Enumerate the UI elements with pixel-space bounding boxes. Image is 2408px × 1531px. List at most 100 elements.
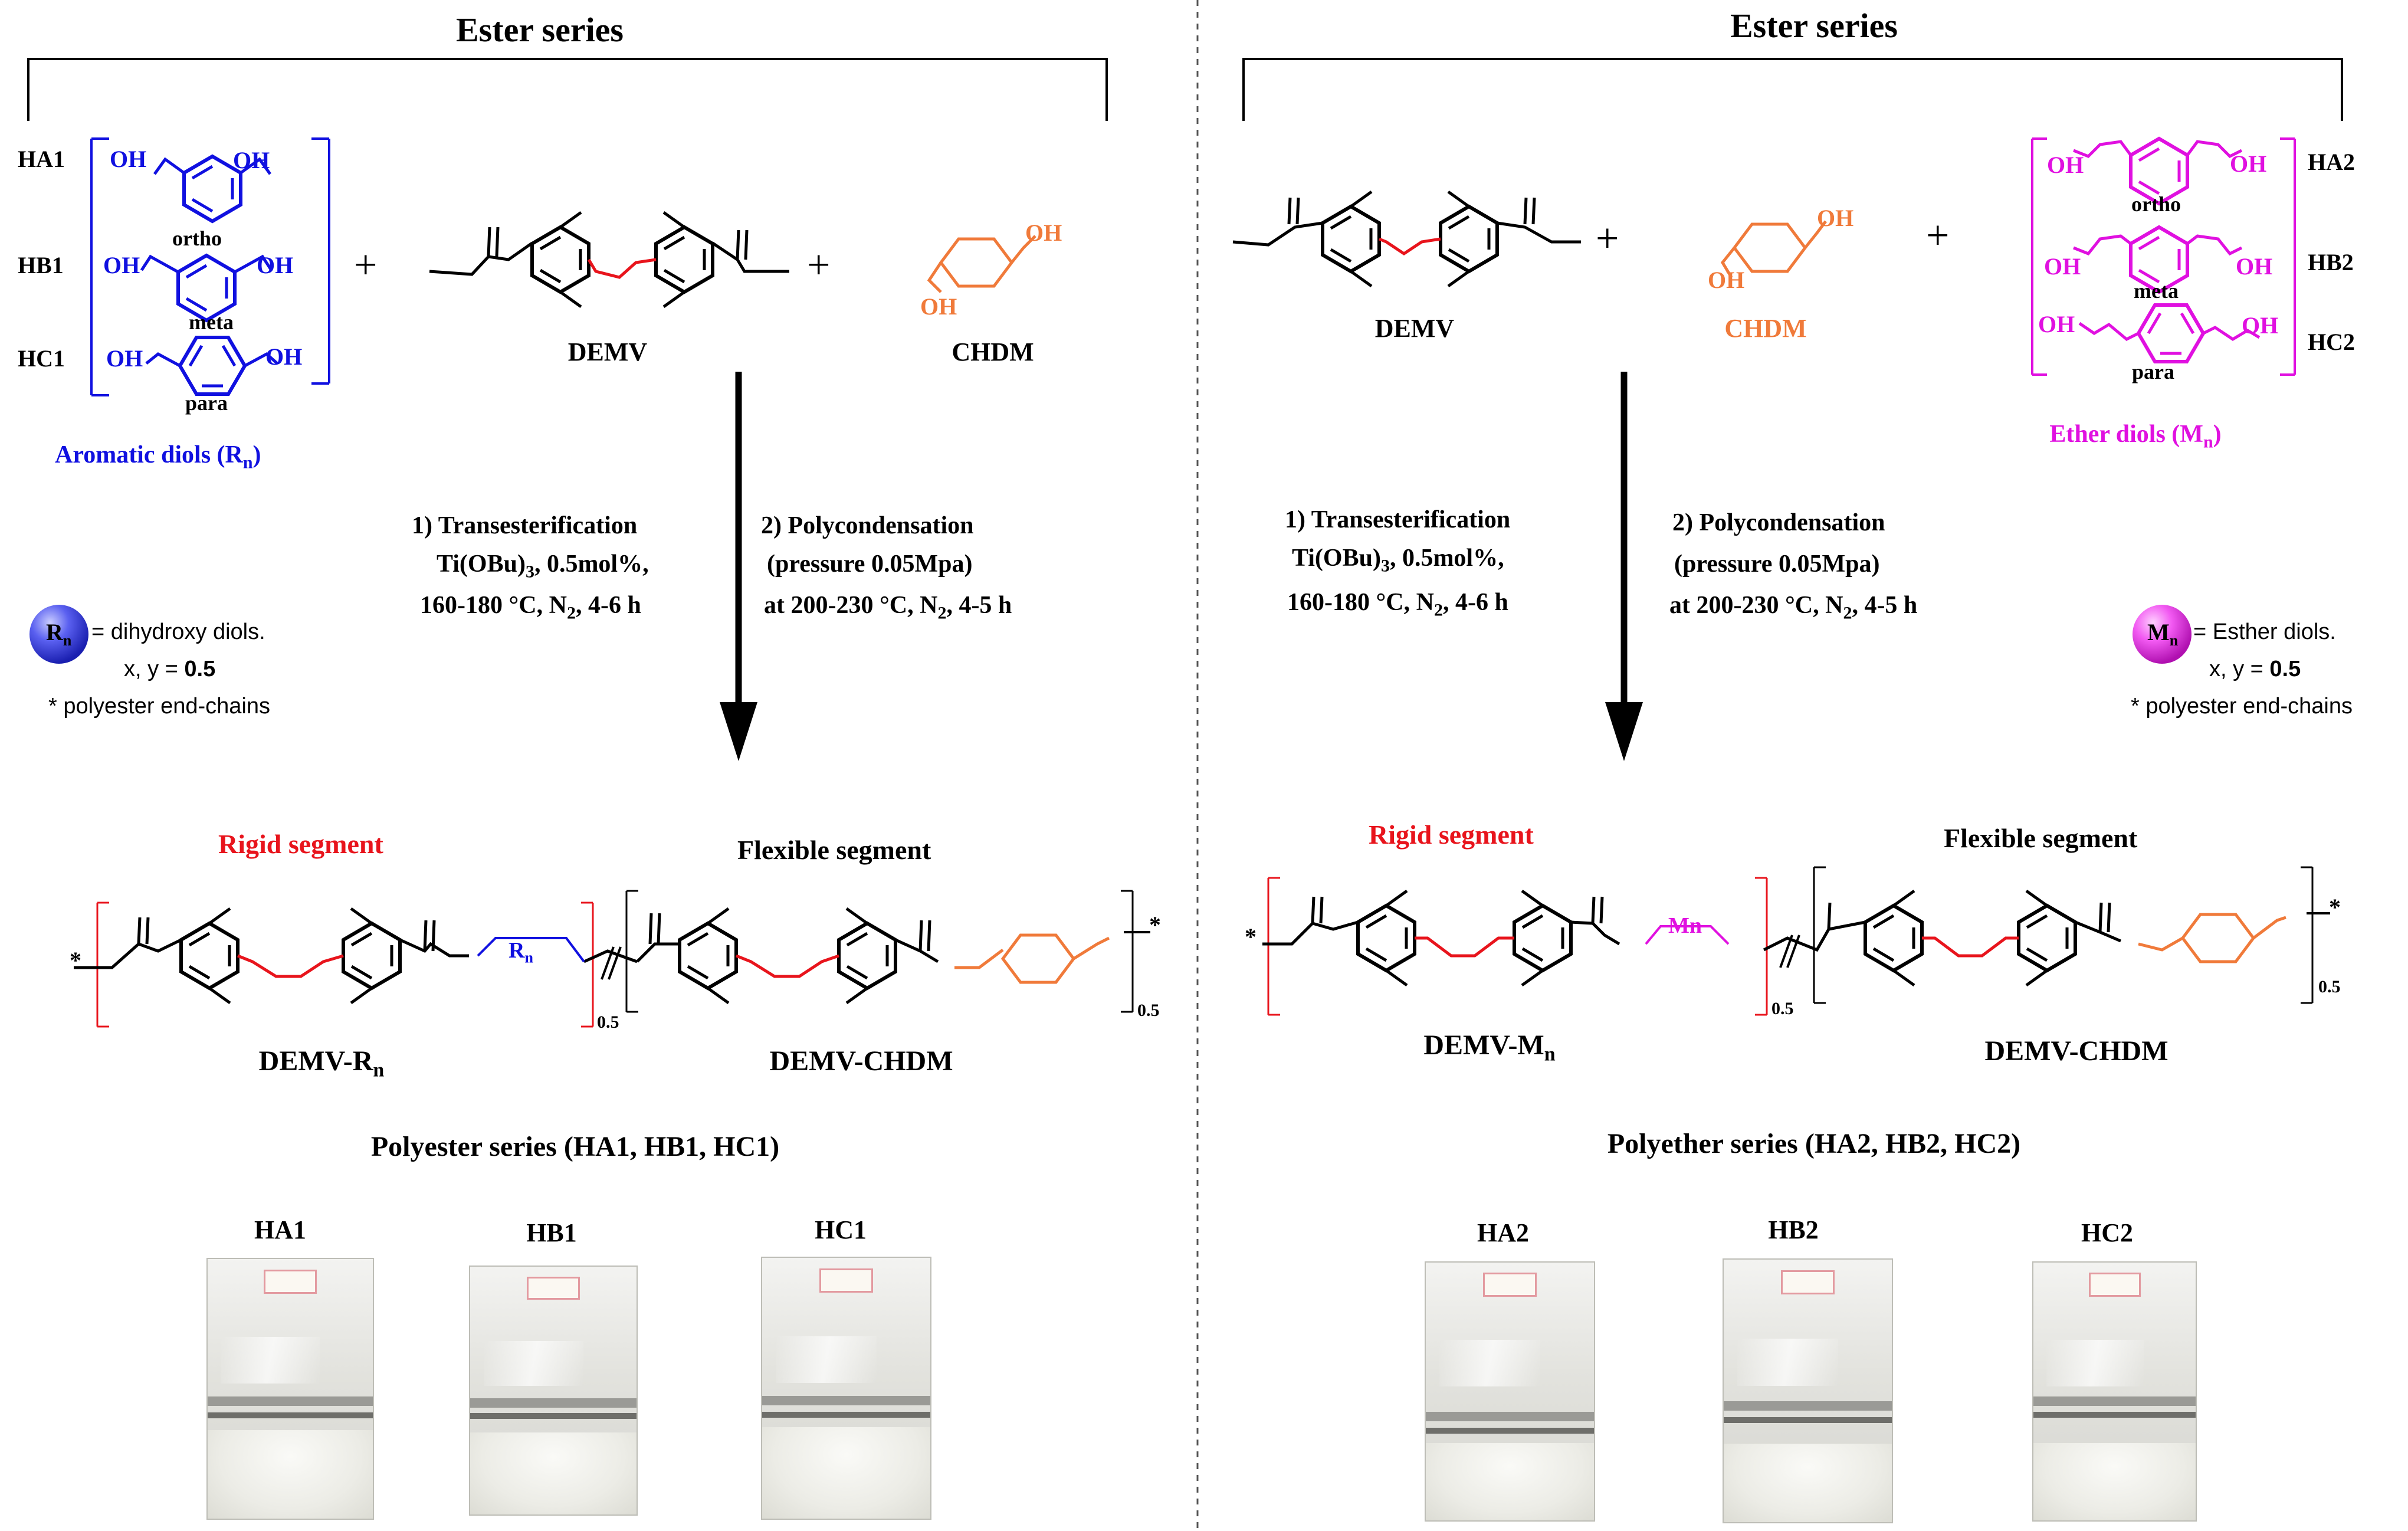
right-legend-line1: = Esther diols. [2193,619,2336,644]
left-step1-line1: 1) Transesterification [412,512,638,539]
right-chdm-oh-left: OH [1708,267,1745,293]
right-header-bracket [1242,58,2343,121]
right-flexible-repeat-sub: 0.5 [2318,977,2341,996]
aromatic-diols-structures [90,137,330,396]
sample-label-ha1: HA1 [254,1215,306,1244]
left-legend-line3: * polyester end-chains [48,694,270,719]
sample-photo-hc1 [761,1257,931,1520]
right-isomer-meta: meta [2134,279,2179,303]
plus-sign-3: + [1596,216,1619,261]
chdm-oh-left: OH [920,293,957,320]
left-diol-code-hc1: HC1 [18,345,65,372]
rn-legend-ball [29,605,88,664]
right-chdm-label: CHDM [1724,314,1807,343]
right-chdm-oh-right: OH [1817,205,1854,231]
right-step2-line1: 2) Polycondensation [1672,509,1885,536]
right-chdm-structure [1720,220,1827,278]
sample-label-hc2: HC2 [2081,1218,2133,1247]
sample-photo-ha2 [1425,1261,1595,1522]
right-rigid-repeat-sub: 0.5 [1771,999,1794,1018]
sample-label-hb2: HB2 [1768,1215,1819,1244]
ether-ortho-oh-left: OH [2047,152,2084,178]
left-chain-end-end: * [1149,912,1161,938]
right-chain-end-start: * [1245,923,1257,950]
ether-para-oh-right: OH [2242,312,2279,339]
right-legend-line2: x, y = 0.5 [2209,657,2301,681]
right-step1-line2: Ti(OBu)3, 0.5mol%, [1292,545,1504,576]
left-polymer-structure [74,890,1150,1028]
aromatic-diols-label: Aromatic diols (Rn) [55,441,261,473]
left-chdm-label: CHDM [952,337,1034,366]
left-demv-label: DEMV [567,337,648,366]
sample-photo-hb1 [469,1266,638,1516]
right-step1-line1: 1) Transesterification [1285,506,1511,533]
left-diol-code-ha1: HA1 [18,146,65,172]
right-flexible-segment-label: Flexible segment [1944,823,2138,853]
right-mn-inline: Mn [1668,913,1702,938]
left-header-bracket [27,58,1108,121]
left-chdm-structure [927,235,1036,293]
left-step2-line2: (pressure 0.05Mpa) [767,550,973,578]
right-demv-structure [1232,190,1581,288]
left-diol-code-hb1: HB1 [18,252,64,278]
right-legend-line3: * polyester end-chains [2131,694,2353,719]
para-oh-right: OH [265,343,303,370]
right-diol-code-hb2: HB2 [2308,249,2354,276]
plus-sign-1: + [354,242,378,288]
right-isomer-para: para [2132,360,2174,383]
sample-photo-hb2 [1723,1258,1893,1523]
right-series-title: Polyether series (HA2, HB2, HC2) [1607,1128,2021,1159]
left-legend-line2: x, y = 0.5 [124,657,216,681]
ortho-oh-left: OH [110,146,147,172]
meta-oh-left: OH [103,252,140,278]
right-diol-code-ha2: HA2 [2308,149,2355,175]
left-chain-end-start: * [70,947,81,973]
sample-label-hc1: HC1 [815,1215,867,1244]
ether-diols-label: Ether diols (Mn) [2049,421,2222,452]
left-isomer-ortho: ortho [172,227,222,250]
right-polymer-structure [1262,866,2330,1016]
left-flexible-segment-label: Flexible segment [737,835,931,865]
ether-diols-structures [2031,139,2296,376]
mn-legend-ball-text: Mn [2147,619,2179,649]
chdm-oh-right: OH [1025,219,1062,246]
ether-para-oh-left: OH [2038,311,2075,337]
plus-sign-2: + [807,242,831,288]
plus-sign-4: + [1926,213,1950,258]
right-product-demv-chdm: DEMV-CHDM [1984,1035,2168,1067]
right-product-demv-mn: DEMV-Mn [1423,1030,1556,1066]
left-step1-line3: 160-180 °C, N2, 4-6 h [420,592,641,623]
left-demv-bridge [587,258,657,279]
ortho-oh-right: OH [233,147,270,173]
left-flexible-repeat-sub: 0.5 [1137,1001,1160,1020]
right-isomer-ortho: ortho [2131,192,2181,216]
left-isomer-para: para [185,391,228,415]
mn-legend-ball [2133,605,2192,664]
rn-legend-ball-text: Rn [46,619,72,649]
right-header-title: Ester series [1730,6,1898,45]
left-product-demv-rn: DEMV-Rn [258,1045,385,1081]
left-step1-line2: Ti(OBu)3, 0.5mol%, [437,550,649,582]
ether-meta-oh-left: OH [2044,253,2081,280]
left-series-title: Polyester series (HA1, HB1, HC1) [370,1131,780,1162]
right-diol-code-hc2: HC2 [2308,329,2355,355]
ether-meta-oh-right: OH [2236,253,2273,280]
left-step2-line1: 2) Polycondensation [761,512,974,539]
right-demv-bridge [1379,237,1441,256]
right-chain-end-end: * [2329,894,2341,920]
right-step1-line3: 160-180 °C, N2, 4-6 h [1287,589,1508,620]
left-isomer-meta: meta [189,310,234,334]
left-rn-inline: Rn [508,938,533,966]
reaction-arrows [720,372,1643,761]
right-step2-line3: at 200-230 °C, N2, 4-5 h [1669,592,1918,623]
right-demv-label: DEMV [1374,314,1455,343]
left-rigid-repeat-sub: 0.5 [597,1012,619,1032]
sample-photo-ha1 [206,1258,374,1520]
left-header-title: Ester series [456,11,624,49]
right-step2-line2: (pressure 0.05Mpa) [1674,550,1880,578]
right-rigid-segment-label: Rigid segment [1369,819,1534,850]
sample-label-hb1: HB1 [526,1218,577,1247]
ether-ortho-oh-right: OH [2230,150,2267,177]
sample-photo-hc2 [2032,1261,2197,1522]
